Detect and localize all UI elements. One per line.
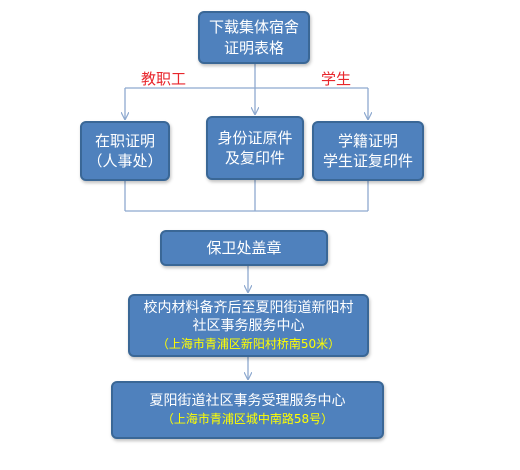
security-stamp-box: 保卫处盖章 — [160, 230, 328, 266]
student-status-box: 学籍证明 学生证复印件 — [312, 121, 424, 181]
id-card-box: 身份证原件 及复印件 — [206, 116, 304, 180]
id-card-line2: 及复印件 — [224, 149, 285, 167]
employment-certificate-box: 在职证明 （人事处） — [80, 121, 170, 181]
branch-label-staff: 教职工 — [141, 70, 187, 88]
download-form-line2: 证明表格 — [223, 38, 284, 57]
id-card-line1: 身份证原件 — [217, 128, 293, 147]
community-service-address: （上海市青浦区新阳村桥南50米） — [156, 337, 341, 352]
community-service-line1: 校内材料备齐后至夏阳街道新阳村 — [143, 299, 354, 316]
final-service-center-box: 夏阳街道社区事务受理服务中心 （上海市青浦区城中南路58号） — [111, 381, 384, 439]
employment-certificate-line2: （人事处） — [87, 152, 163, 170]
employment-certificate-line1: 在职证明 — [94, 131, 155, 150]
student-status-line2: 学生证复印件 — [322, 152, 413, 170]
student-status-line1: 学籍证明 — [337, 131, 398, 150]
security-stamp-label: 保卫处盖章 — [206, 238, 282, 257]
final-service-center-line1: 夏阳街道社区事务受理服务中心 — [149, 393, 346, 410]
download-form-line1: 下载集体宿舍 — [208, 18, 299, 37]
community-service-box: 校内材料备齐后至夏阳街道新阳村 社区事务服务中心 （上海市青浦区新阳村桥南50米… — [128, 294, 369, 357]
community-service-line2: 社区事务服务中心 — [192, 318, 305, 335]
branch-label-student: 学生 — [321, 70, 352, 88]
download-form-box: 下载集体宿舍 证明表格 — [198, 11, 310, 64]
final-service-center-address: （上海市青浦区城中南路58号） — [161, 412, 334, 427]
